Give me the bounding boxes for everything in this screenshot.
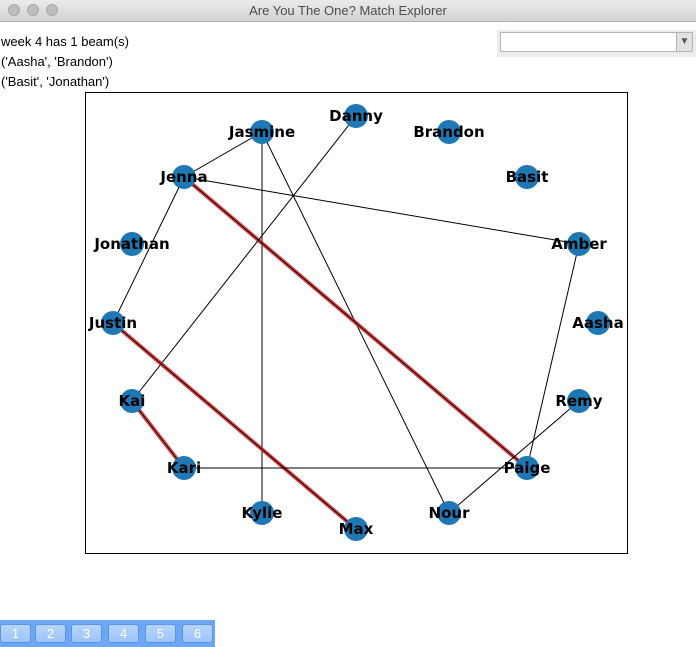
edge-justin-max [112,322,357,530]
node-jonathan [120,232,144,256]
node-remy [567,389,591,413]
node-kylie [250,501,274,525]
node-justin [101,311,125,335]
edge-jenna-paige [183,176,528,469]
node-jenna [172,165,196,189]
edge-jenna-amber [183,176,580,245]
page-button-1[interactable]: 1 [0,624,31,643]
beam-pair: ('Basit', 'Jonathan') [1,74,110,89]
page-bar: 1 2 3 4 5 6 [0,620,215,647]
node-amber [567,232,591,256]
node-nour [437,501,461,525]
node-danny [344,104,368,128]
week-select[interactable]: ▼ [497,30,696,57]
beam-pair: ('Aasha', 'Brandon') [1,54,113,69]
close-window-icon[interactable] [8,4,20,16]
page-button-3[interactable]: 3 [71,624,102,643]
page-button-5[interactable]: 5 [145,624,176,643]
node-label-jonathan: Jonathan [93,235,169,253]
week-select-field[interactable]: ▼ [500,32,693,52]
graph-edges [111,115,580,531]
edge-kai-kari [131,400,185,469]
node-label-brandon: Brandon [413,123,484,141]
node-label-danny: Danny [329,107,383,125]
node-label-kylie: Kylie [242,504,283,522]
page-button-2[interactable]: 2 [35,624,66,643]
node-label-kari: Kari [167,459,201,477]
edge-remy-nour [448,400,580,514]
node-label-max: Max [339,520,374,538]
node-label-paige: Paige [504,459,551,477]
edge-jasmine-jenna [183,131,263,178]
beam-summary: week 4 has 1 beam(s) [1,34,129,49]
node-label-aasha: Aasha [572,314,623,332]
node-kari [172,456,196,480]
node-max [344,517,368,541]
page-button-4[interactable]: 4 [108,624,139,643]
minimize-window-icon[interactable] [27,4,39,16]
node-label-jasmine: Jasmine [228,123,295,141]
node-label-remy: Remy [555,392,602,410]
node-label-jenna: Jenna [159,168,207,186]
node-aasha [586,311,610,335]
node-paige [515,456,539,480]
title-bar: Are You The One? Match Explorer [0,0,696,22]
node-basit [515,165,539,189]
edge-danny-kai [131,115,357,402]
window-title: Are You The One? Match Explorer [249,3,447,18]
node-label-nour: Nour [429,504,471,522]
node-jasmine [250,120,274,144]
chevron-down-icon[interactable]: ▼ [676,33,692,51]
edge-amber-paige [526,243,580,469]
zoom-window-icon[interactable] [46,4,58,16]
node-label-kai: Kai [119,392,146,410]
page-button-6[interactable]: 6 [182,624,213,643]
graph-nodes [101,104,610,541]
edge-jenna-justin [112,176,185,324]
node-label-basit: Basit [506,168,549,186]
node-label-amber: Amber [551,235,607,253]
node-brandon [437,120,461,144]
node-label-justin: Justin [88,314,137,332]
graph-frame [85,92,628,554]
node-kai [120,389,144,413]
